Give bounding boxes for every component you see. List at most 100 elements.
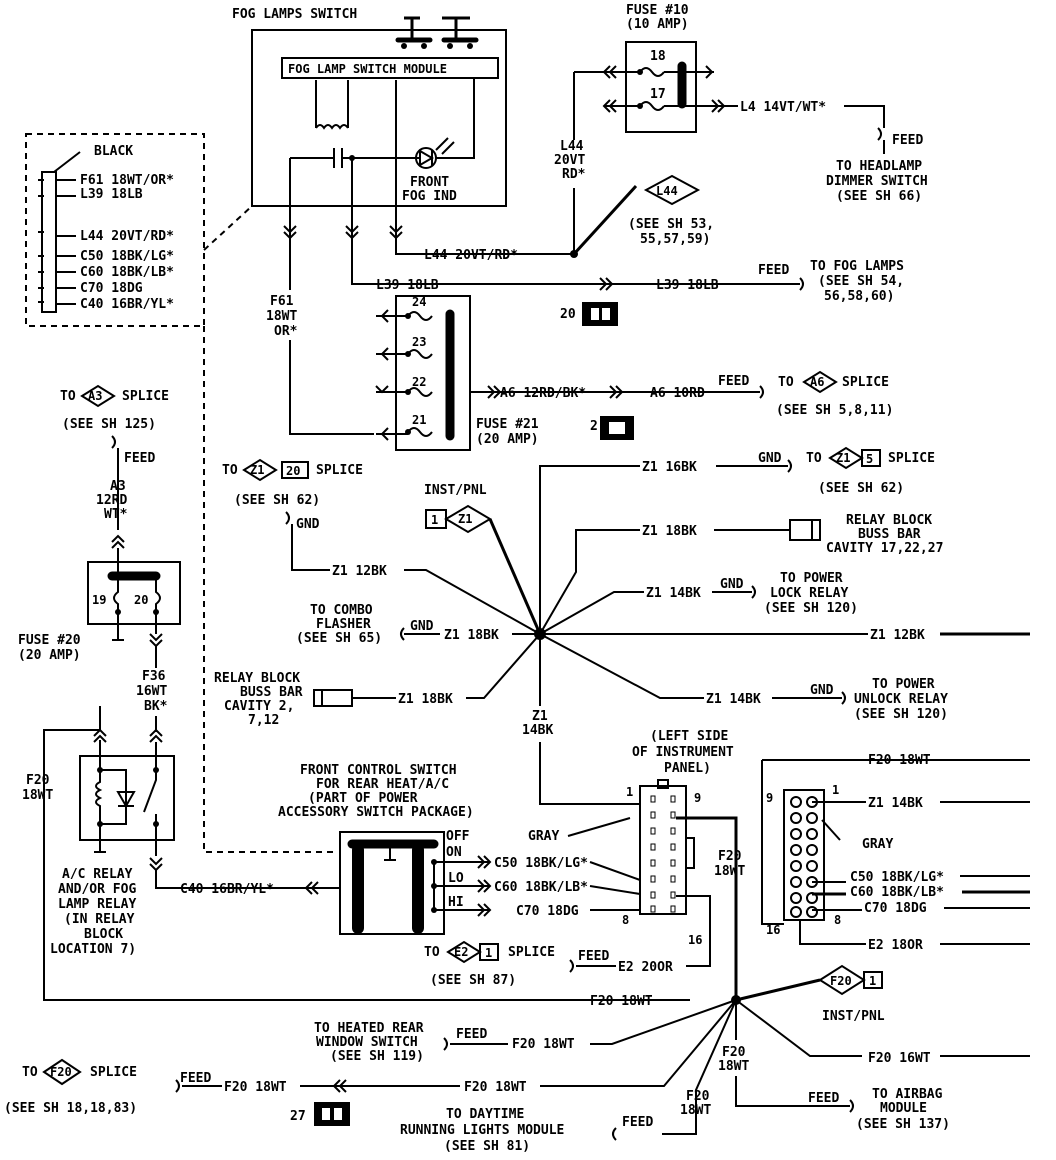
to-z1-20: TO	[222, 463, 238, 478]
feed-headlamp: FEED	[892, 133, 923, 148]
fog-switch-box	[251, 29, 507, 207]
to-e2: TO	[424, 945, 440, 960]
l39-left-label: L39 18LB	[376, 278, 439, 293]
rc-pin8: 8	[834, 913, 841, 927]
front-fog-ind-2: FOG IND	[402, 189, 457, 204]
to-fog-3: 56,58,60)	[824, 289, 894, 304]
to-lock-2: LOCK RELAY	[770, 586, 848, 601]
feed-a6: FEED	[718, 374, 749, 389]
z1-16bk-top: Z1 16BK	[642, 460, 697, 475]
z1-diamond-1b: 20	[286, 464, 300, 478]
fuse21-pin22: 22	[412, 375, 426, 389]
to-combo-1: TO COMBO	[310, 603, 373, 618]
f20-down-2: 18WT	[680, 1103, 711, 1118]
z1-18bk-combo: Z1 18BK	[444, 628, 499, 643]
ac-relay-4: (IN RELAY	[64, 912, 135, 927]
l44-feed: L44 20VT RD* L44 (SEE SH 53, 55,57,59) L…	[395, 139, 714, 263]
inst-pnl-2: INST/PNL	[822, 1009, 885, 1024]
fuse21-pin21: 21	[412, 413, 426, 427]
conn2-label: 2	[590, 419, 598, 434]
c50-wire-label: C50 18BK/LG*	[494, 856, 588, 871]
black-label: BLACK	[94, 144, 133, 159]
c-c40: C40 16BR/YL*	[80, 297, 174, 312]
to-headlamp-2: DIMMER SWITCH	[826, 174, 928, 189]
fuse20-box	[87, 561, 181, 625]
l44-vert-1: L44	[560, 139, 584, 154]
a6-diamond	[802, 370, 838, 394]
feed-e2: FEED	[578, 949, 609, 964]
a3-2: 12RD	[96, 493, 127, 508]
to-a3: TO	[60, 389, 76, 404]
center-pin16: 16	[688, 933, 702, 947]
left-side-2: OF INSTRUMENT	[632, 745, 734, 760]
z1-diamond-1	[242, 458, 278, 482]
c40-wire-label: C40 16BR/YL*	[180, 882, 274, 897]
switch-off: OFF	[446, 829, 470, 844]
z1-diamond-1-label: Z1	[250, 463, 264, 477]
z1-splice-1: SPLICE	[316, 463, 363, 478]
f20-bl-label: F20 18WT	[224, 1080, 287, 1095]
see-sh87: (SEE SH 87)	[430, 973, 516, 988]
fuse21-pin23: 23	[412, 335, 426, 349]
z1-12bk-a: Z1 12BK	[332, 564, 387, 579]
to-drl-2: RUNNING LIGHTS MODULE	[400, 1123, 564, 1138]
inst-conn-1: 1	[431, 513, 438, 527]
rc-c70-label: C70 18DG	[864, 901, 927, 916]
black-connector: BLACK F61 18WT/OR* L39 18LB L44 20VT/RD*…	[25, 133, 338, 853]
relay-buss-1: RELAY BLOCK	[846, 513, 932, 528]
l44-vert-2: 20VT	[554, 153, 585, 168]
c-l39: L39 18LB	[80, 187, 143, 202]
center-pin9: 9	[694, 791, 701, 805]
fuse21-pin24: 24	[412, 295, 426, 309]
f20-splice-label: SPLICE	[90, 1065, 137, 1080]
f61-3: OR*	[274, 324, 298, 339]
switch-hi: HI	[448, 895, 464, 910]
c70-wire-label: C70 18DG	[516, 904, 579, 919]
to-lock-3: (SEE SH 120)	[764, 601, 858, 616]
to-fog-1: TO FOG LAMPS	[810, 259, 904, 274]
capacitor-icon	[290, 148, 420, 168]
a3-diamond-label: A3	[88, 389, 102, 403]
feed-f20: FEED	[180, 1071, 211, 1086]
to-z1-5: TO	[806, 451, 822, 466]
fuse20-label-1: FUSE #20	[18, 633, 81, 648]
to-airbag-2: MODULE	[880, 1101, 927, 1116]
f20-mid-2: 18WT	[714, 864, 745, 879]
f20-heated-label: F20 18WT	[512, 1037, 575, 1052]
fuse-21: F61 18WT OR* 24 23 22 21 A6 12RD/BK* A6 …	[266, 236, 893, 451]
feed-a3: FEED	[124, 451, 155, 466]
f20-diamond-b: 1	[869, 974, 876, 988]
front-ctrl-1: FRONT CONTROL SWITCH	[300, 763, 457, 778]
conn20-label: 20	[560, 307, 576, 322]
z1-vert-2: 14BK	[522, 723, 553, 738]
f20-bm-label: F20 18WT	[464, 1080, 527, 1095]
center-connector-cavities	[650, 795, 676, 913]
a3-3: WT*	[104, 507, 128, 522]
rc-c50-label: C50 18BK/LG*	[850, 870, 944, 885]
rc-c60-label: C60 18BK/LB*	[850, 885, 944, 900]
to-heated-1: TO HEATED REAR	[314, 1021, 424, 1036]
fuse10-label-1: FUSE #10	[626, 3, 689, 18]
a3-splice: SPLICE	[122, 389, 169, 404]
to-drl-3: (SEE SH 81)	[444, 1139, 530, 1154]
see-sh62a: (SEE SH 62)	[234, 493, 320, 508]
a6-wire2: A6 10RD	[650, 386, 705, 401]
feed-airbag: FEED	[808, 1091, 839, 1106]
f20-mid-wire: F20 18WT	[590, 994, 653, 1009]
relay-box	[79, 755, 175, 841]
diode-icon	[116, 791, 136, 809]
c-f61: F61 18WT/OR*	[80, 173, 174, 188]
relay-buss-b1: RELAY BLOCK	[214, 671, 300, 686]
fuse21-label-1: FUSE #21	[476, 417, 539, 432]
switch-lo: LO	[448, 871, 464, 886]
l44-diamond	[643, 174, 701, 206]
gnd-combo: GND	[410, 619, 434, 634]
relay-buss-b2: BUSS BAR	[240, 685, 303, 700]
to-airbag-3: (SEE SH 137)	[856, 1117, 950, 1132]
front-ctrl-2: FOR REAR HEAT/A/C	[316, 777, 449, 792]
fog-lamps-switch: FOG LAMPS SWITCH FOG LAMP SWITCH MODULE …	[232, 7, 507, 236]
to-fog-2: (SEE SH 54,	[818, 274, 904, 289]
f20-down-1: F20	[686, 1089, 710, 1104]
fog-switch-title: FOG LAMPS SWITCH	[232, 7, 357, 22]
to-heated-2: WINDOW SWITCH	[316, 1035, 418, 1050]
